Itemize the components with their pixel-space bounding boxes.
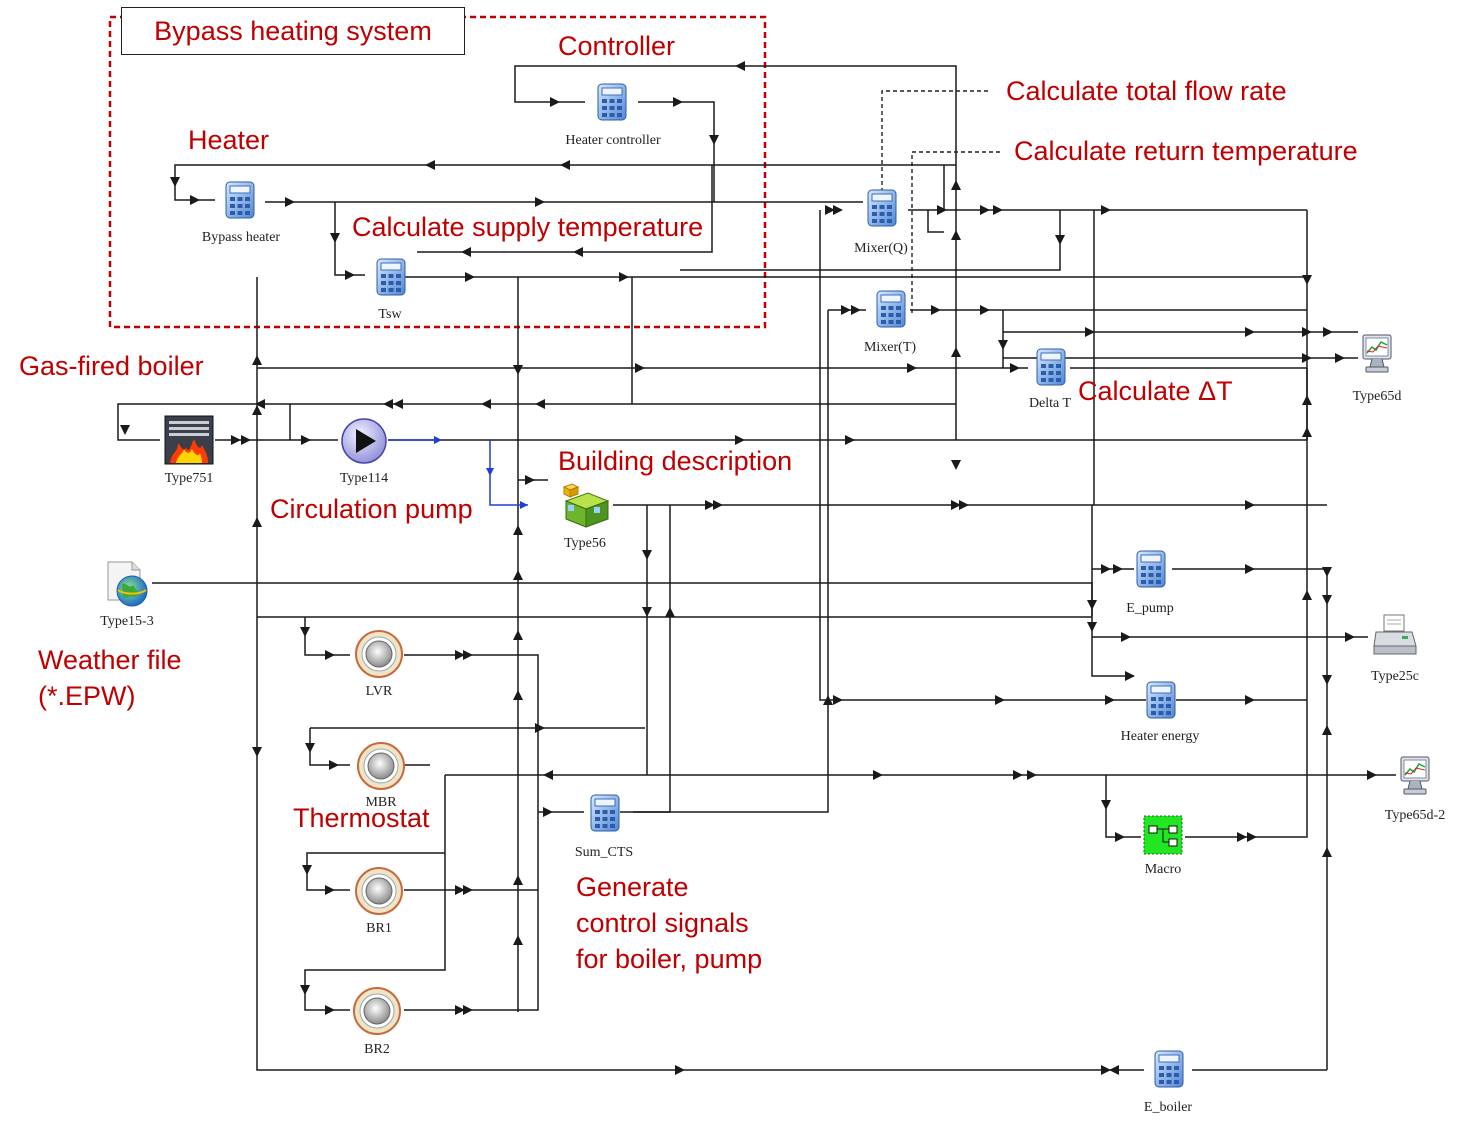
caption-br1: BR1	[366, 921, 392, 936]
annotation-heater: Heater	[188, 125, 270, 155]
tsw-calculator-icon[interactable]	[376, 258, 406, 301]
type25c-printer-icon[interactable]	[1372, 612, 1418, 663]
caption-e-pump: E_pump	[1126, 601, 1174, 616]
heater-controller-calculator-icon[interactable]	[597, 83, 627, 126]
caption-sum-cts: Sum_CTS	[574, 845, 634, 860]
macro-block-icon[interactable]	[1143, 815, 1183, 860]
mbr-thermostat-icon[interactable]	[356, 741, 406, 796]
pump-links	[390, 439, 528, 506]
flow-arrows	[120, 61, 1377, 1075]
caption-macro: Macro	[1144, 862, 1182, 877]
bypass-system-title-box: Bypass heating system	[121, 7, 465, 55]
annotation-calc-delta-t: Calculate ΔT	[1078, 376, 1233, 406]
annotation-weather-file-line2: (*.EPW)	[38, 681, 136, 711]
annotation-gas-boiler: Gas-fired boiler	[19, 351, 204, 381]
annotation-gen-control-line3: for boiler, pump	[576, 944, 763, 974]
caption-type114: Type114	[339, 471, 389, 486]
mixer-q-calculator-icon[interactable]	[867, 189, 897, 232]
sum-cts-calculator-icon[interactable]	[590, 794, 620, 837]
mixer-t-calculator-icon[interactable]	[876, 290, 906, 333]
pump-link-arrows	[434, 436, 528, 509]
caption-mixer-t: Mixer(T)	[863, 340, 917, 355]
e-pump-calculator-icon[interactable]	[1136, 550, 1166, 593]
annotation-controller: Controller	[558, 31, 676, 61]
building-cube-icon[interactable]	[560, 483, 612, 534]
caption-heater-energy: Heater energy	[1120, 729, 1200, 744]
caption-mixer-q: Mixer(Q)	[854, 241, 908, 256]
bypass-system-region	[108, 15, 767, 329]
caption-type65d: Type65d	[1352, 389, 1402, 404]
e-boiler-calculator-icon[interactable]	[1154, 1050, 1184, 1093]
caption-type56: Type56	[564, 536, 606, 551]
br2-thermostat-icon[interactable]	[352, 986, 402, 1041]
bypass-system-title: Bypass heating system	[154, 15, 432, 46]
delta-t-calculator-icon[interactable]	[1036, 348, 1066, 391]
annotation-calc-return-temp: Calculate return temperature	[1014, 136, 1358, 166]
annotation-leaders	[881, 90, 1000, 315]
heater-energy-calculator-icon[interactable]	[1146, 681, 1176, 724]
caption-type751: Type751	[164, 471, 214, 486]
caption-delta-t: Delta T	[1028, 396, 1072, 411]
caption-type15-3: Type15-3	[100, 614, 154, 629]
type65d-monitor-icon[interactable]	[1360, 333, 1394, 380]
annotation-gen-control-line1: Generate	[576, 872, 689, 902]
caption-mbr: MBR	[365, 795, 397, 810]
lvr-thermostat-icon[interactable]	[354, 629, 404, 684]
br1-thermostat-icon[interactable]	[354, 866, 404, 921]
annotation-building-desc: Building description	[558, 446, 793, 476]
caption-type65d-2: Type65d-2	[1384, 808, 1446, 823]
type65d-2-monitor-icon[interactable]	[1398, 755, 1432, 802]
annotation-gen-control-line2: control signals	[576, 908, 749, 938]
annotation-weather-file-line1: Weather file	[38, 645, 182, 675]
caption-bypass-heater: Bypass heater	[201, 230, 281, 245]
annotation-calc-total-flow: Calculate total flow rate	[1006, 76, 1287, 106]
weather-file-globe-icon[interactable]	[104, 560, 152, 613]
annotation-circulation-pump: Circulation pump	[270, 494, 473, 524]
caption-lvr: LVR	[365, 684, 393, 699]
circulation-pump-icon[interactable]	[340, 417, 388, 470]
caption-heater-controller: Heater controller	[565, 133, 661, 148]
bypass-heater-calculator-icon[interactable]	[225, 181, 255, 224]
annotation-thermostat: Thermostat	[293, 803, 430, 833]
annotation-calc-supply-temp: Calculate supply temperature	[352, 212, 704, 242]
caption-tsw: Tsw	[378, 307, 402, 322]
caption-type25c: Type25c	[1370, 669, 1420, 684]
caption-br2: BR2	[364, 1042, 390, 1057]
connection-links	[117, 65, 1396, 1071]
boiler-flame-icon[interactable]	[164, 415, 214, 470]
caption-e-boiler: E_boiler	[1143, 1100, 1193, 1115]
